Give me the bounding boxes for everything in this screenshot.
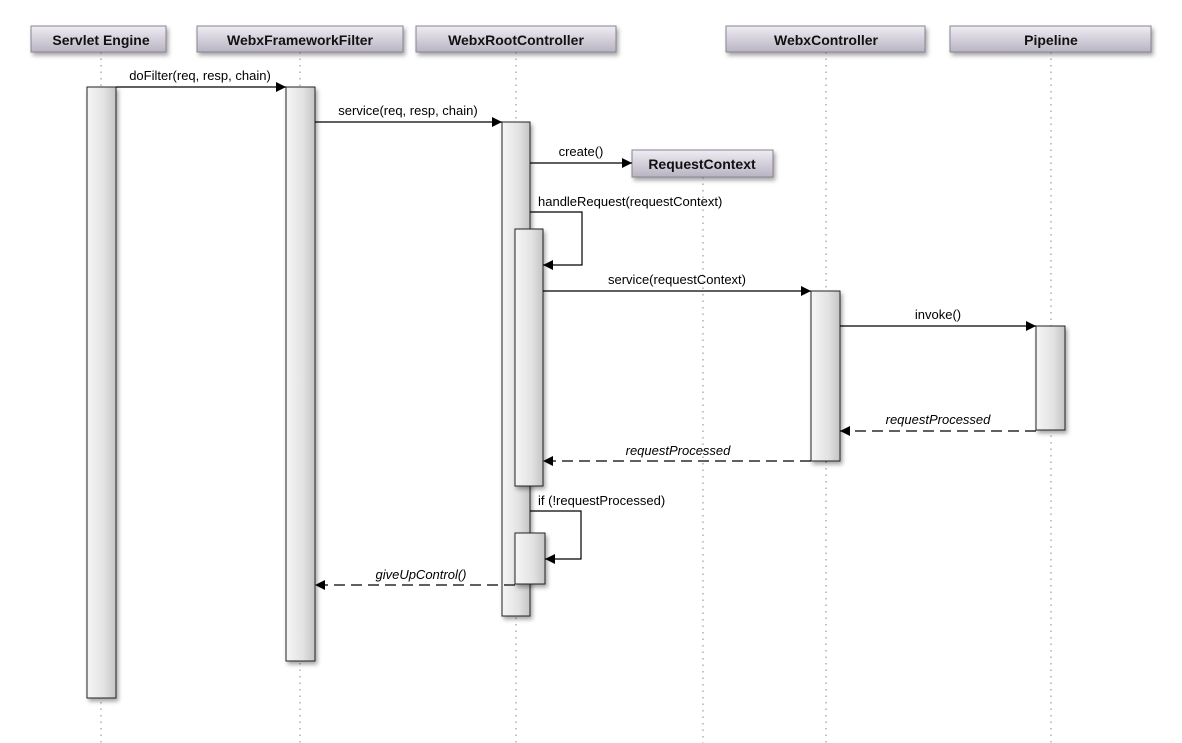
participant-label: RequestContext (648, 156, 756, 172)
activation-if-not-processed (514, 532, 546, 585)
participant-request-context: RequestContext (631, 149, 774, 178)
return-request-processed-pipeline: requestProcessed (840, 412, 1036, 436)
message-service-root: service(req, resp, chain) (315, 103, 502, 127)
message-label: handleRequest(requestContext) (538, 194, 722, 209)
message-invoke: invoke() (840, 307, 1036, 331)
participant-label: WebxRootController (448, 32, 584, 48)
activation-webx-framework-filter (285, 86, 316, 662)
message-if-not-processed: if (!requestProcessed) (530, 493, 665, 564)
message-label: doFilter(req, resp, chain) (129, 68, 271, 83)
participant-label: Pipeline (1024, 32, 1078, 48)
message-label: invoke() (915, 307, 961, 322)
activation-handle-request (514, 228, 544, 487)
message-label: service(requestContext) (608, 272, 746, 287)
message-dofilter: doFilter(req, resp, chain) (116, 68, 286, 92)
message-label: requestProcessed (886, 412, 992, 427)
participant-webx-controller: WebxController (725, 25, 926, 53)
activation-webx-controller (810, 290, 841, 462)
return-give-up-control: giveUpControl() (315, 567, 515, 590)
participant-pipeline: Pipeline (949, 25, 1152, 53)
participant-webx-framework-filter: WebxFrameworkFilter (196, 25, 404, 53)
message-label: create() (559, 144, 604, 159)
message-handle-request: handleRequest(requestContext) (530, 194, 722, 270)
participant-webx-root-controller: WebxRootController (415, 25, 617, 53)
participant-servlet-engine: Servlet Engine (30, 25, 167, 53)
participant-label: WebxFrameworkFilter (227, 32, 374, 48)
message-label: if (!requestProcessed) (538, 493, 665, 508)
message-label: requestProcessed (626, 443, 732, 458)
activation-servlet-engine (86, 86, 117, 699)
participant-label: Servlet Engine (52, 32, 149, 48)
return-request-processed-controller: requestProcessed (543, 443, 811, 466)
participant-label: WebxController (774, 32, 879, 48)
activation-pipeline (1035, 325, 1066, 431)
message-create: create() (530, 144, 632, 168)
message-label: service(req, resp, chain) (338, 103, 477, 118)
message-service-controller: service(requestContext) (543, 272, 811, 296)
message-label: giveUpControl() (375, 567, 466, 582)
